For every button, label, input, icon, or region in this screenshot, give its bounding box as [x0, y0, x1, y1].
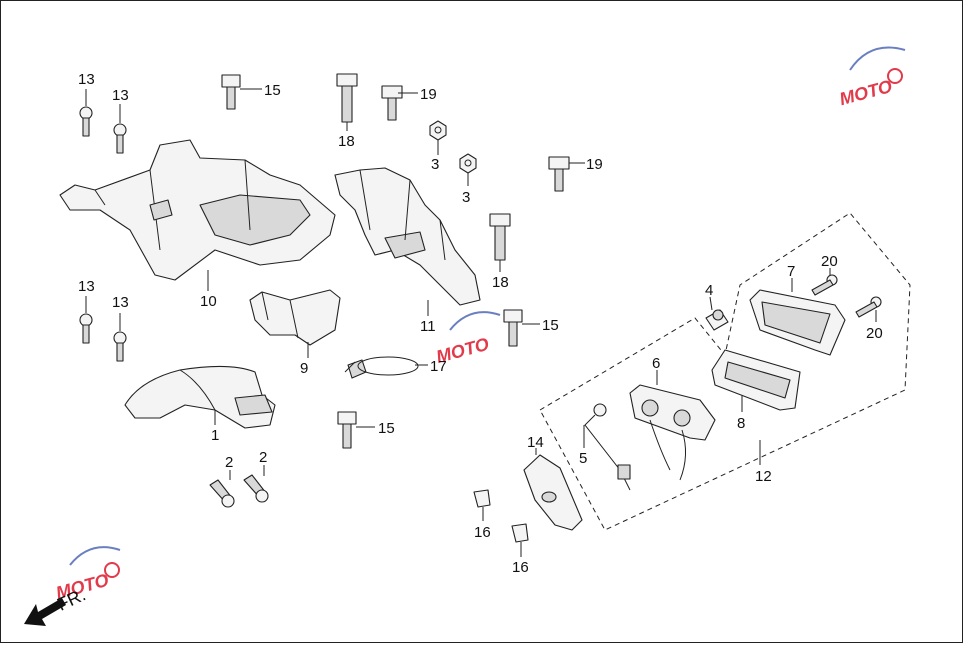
callout-17: 17: [430, 358, 447, 375]
callout-19: 19: [420, 86, 437, 103]
part-1-rear-fender: [124, 365, 276, 429]
watermark-top-right: MOTO: [837, 46, 906, 109]
part-20-screw-a: [811, 274, 838, 296]
part-10-bracket: [249, 289, 341, 346]
callout-labels: 13 13 13 13 15 18 19 3 3 19 18 15 15 17 …: [78, 71, 883, 576]
part-7-lens: [749, 289, 846, 356]
part-19-bolt-a: [381, 85, 403, 121]
callout-18: 18: [492, 274, 509, 291]
part-13-screw-d: [113, 331, 127, 362]
part-3-nut-b: [459, 153, 477, 174]
watermark-text: MOTO: [837, 76, 894, 109]
gear-icon: [887, 68, 903, 84]
callout-6: 6: [652, 355, 660, 372]
gear-icon-2: [104, 562, 120, 578]
callout-13: 13: [112, 294, 129, 311]
callout-13: 13: [112, 87, 129, 104]
part-16-clip-b: [511, 523, 529, 543]
part-12-mudguard: [334, 167, 481, 306]
part-4-bulb: [705, 309, 729, 331]
callout-3: 3: [462, 189, 470, 206]
callout-11: 10: [200, 293, 217, 310]
callout-13: 13: [78, 278, 95, 295]
callout-16: 16: [512, 559, 529, 576]
callout-2: 2: [259, 449, 267, 466]
part-15-bolt-c: [337, 411, 357, 449]
part-3-nut-a: [429, 120, 447, 141]
assembly-9-outline: [539, 212, 911, 531]
part-19-bolt-b: [548, 156, 570, 192]
part-17-cable-tie: [344, 356, 419, 379]
callout-5: 5: [579, 450, 587, 467]
callout-12: 11: [420, 318, 436, 335]
callout-3: 3: [431, 156, 439, 173]
part-2-screws: [209, 474, 269, 508]
callout-15: 15: [264, 82, 281, 99]
callout-10: 9: [300, 360, 308, 377]
callout-15: 15: [378, 420, 395, 437]
part-15-bolt-a: [221, 74, 241, 110]
part-13-screw-c: [79, 313, 93, 344]
part-14-bracket: [523, 454, 583, 531]
callout-14: 14: [527, 434, 544, 451]
callout-20: 20: [866, 325, 883, 342]
arrow-icon: [24, 598, 66, 626]
leader-lines: [85, 88, 877, 557]
callout-1: 1: [211, 427, 219, 444]
part-18-bolt-b: [489, 213, 511, 261]
callout-9: 12: [755, 468, 772, 485]
part-11-inner-tray: [59, 139, 336, 281]
callout-13: 13: [78, 71, 95, 88]
part-5-socket-wire: [584, 403, 631, 491]
part-16-clip-a: [473, 489, 491, 508]
callout-15: 15: [542, 317, 559, 334]
callout-7: 7: [787, 263, 795, 280]
callout-20: 20: [821, 253, 838, 270]
callout-19: 19: [586, 156, 603, 173]
callout-16: 16: [474, 524, 491, 541]
part-6-lamp-base: [629, 384, 716, 481]
callout-2: 2: [225, 454, 233, 471]
part-13-screw-b: [113, 123, 127, 154]
part-15-bolt-b: [503, 309, 523, 347]
part-8-gasket: [711, 349, 801, 411]
part-18-bolt-a: [336, 73, 358, 123]
callout-18: 18: [338, 133, 355, 150]
callout-8: 8: [737, 415, 745, 432]
callout-4: 4: [705, 282, 713, 299]
part-13-screw-a: [79, 106, 93, 137]
part-20-screw-b: [855, 296, 882, 318]
